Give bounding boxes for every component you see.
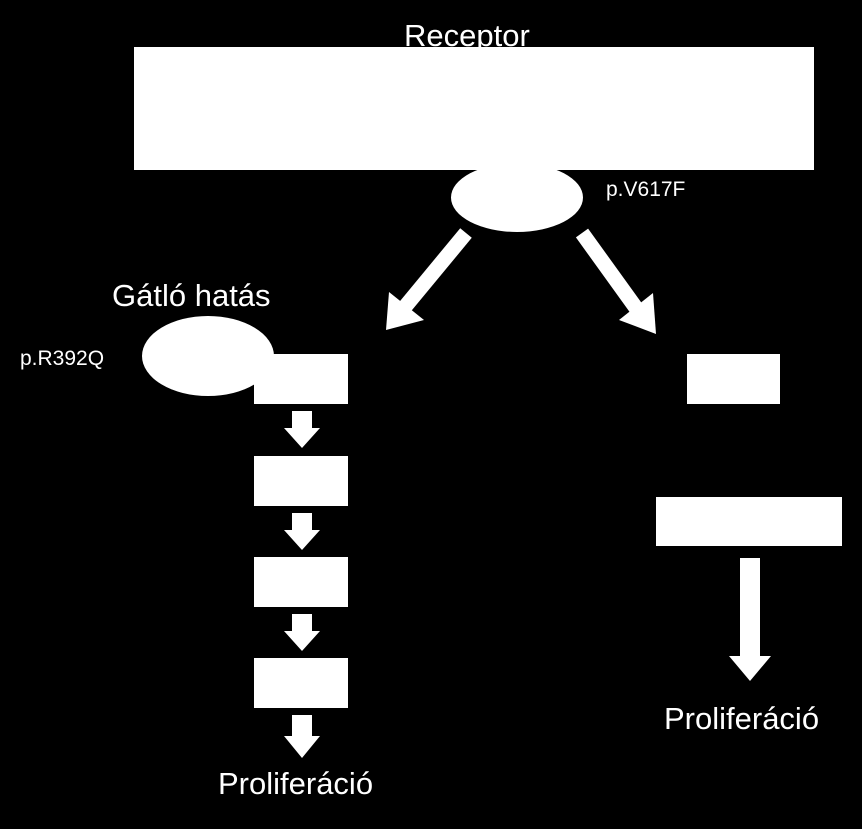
right-box-1 xyxy=(687,354,780,404)
arrow-down-right xyxy=(729,558,771,681)
left-box-3 xyxy=(254,557,348,607)
arrow-down-1 xyxy=(284,411,320,448)
arrow-diagonal-left xyxy=(386,228,472,330)
proliferation-label-right: Proliferáció xyxy=(664,701,820,736)
arrow-down-3 xyxy=(284,614,320,651)
right-box-2 xyxy=(656,497,842,546)
receptor-box xyxy=(134,47,814,170)
inhibition-label: Gátló hatás xyxy=(112,278,271,313)
left-box-1 xyxy=(254,354,348,404)
mutation-label-left: p.R392Q xyxy=(20,347,105,370)
arrow-down-2 xyxy=(284,513,320,550)
arrow-diagonal-right xyxy=(575,228,656,334)
left-box-4 xyxy=(254,658,348,708)
mutation-label-right: p.V617F xyxy=(606,178,686,201)
kinase-ellipse xyxy=(451,163,583,232)
arrow-down-4 xyxy=(284,715,320,758)
inhibitor-ellipse xyxy=(142,316,274,396)
receptor-label: Receptor xyxy=(404,18,530,53)
left-box-2 xyxy=(254,456,348,506)
proliferation-label-left: Proliferáció xyxy=(218,766,374,801)
